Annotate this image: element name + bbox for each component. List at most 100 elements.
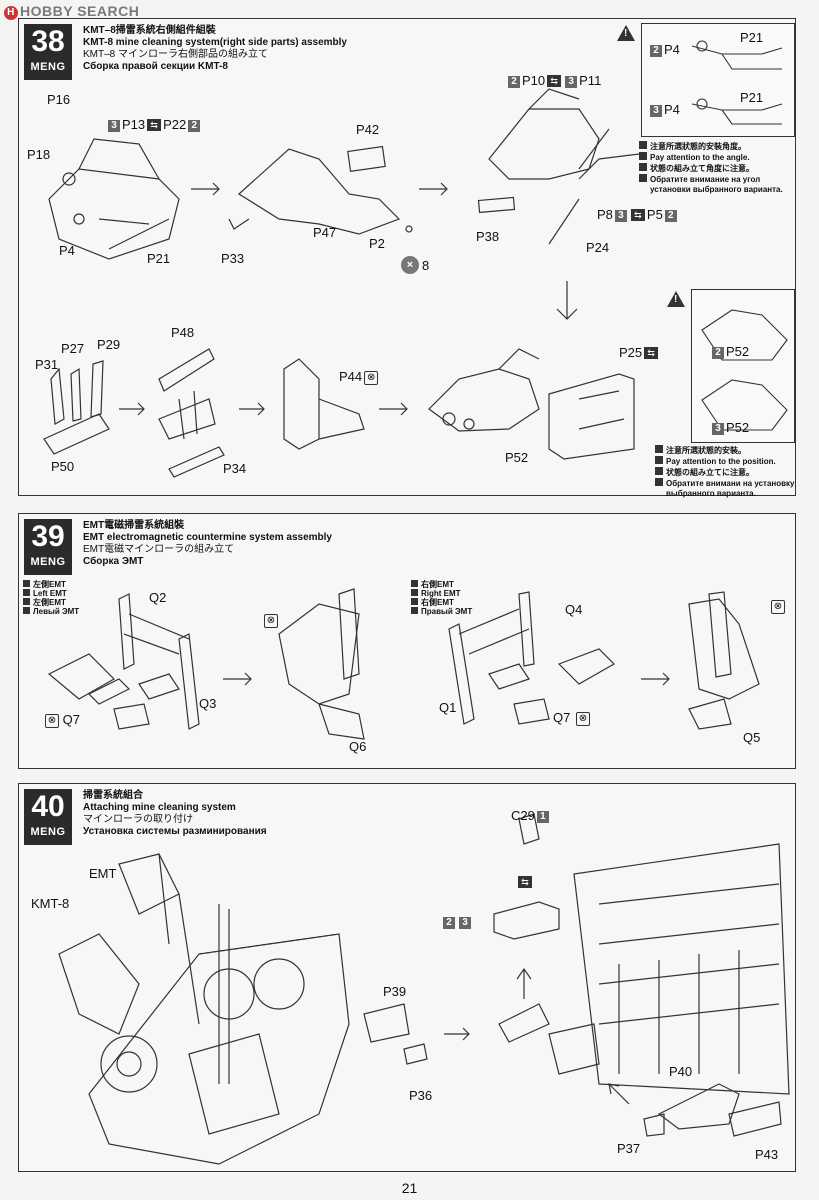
flip-icon: ⇆ <box>518 876 532 888</box>
title-jp: KMT–8 マインローラ右側部品の組み立て <box>83 49 269 60</box>
step-38-drawings <box>43 88 640 478</box>
left-emt-note: 左側EMT Left EMT 左側EMT Левый ЭМТ <box>23 580 79 616</box>
title-ru: Сборка правой секции KMT-8 <box>83 61 228 72</box>
do-not-glue-icon: ⊗ <box>45 714 59 728</box>
do-not-glue-icon: ⊗ <box>264 614 278 628</box>
angle-note: 注意所選狀態的安裝角度。 Pay attention to the angle.… <box>639 141 783 195</box>
step-40-drawings <box>58 813 790 1165</box>
title-jp: マインローラの取り付け <box>83 814 193 825</box>
flip-icon: ⇆ <box>644 347 659 359</box>
label-kmt8: KMT-8 <box>31 896 70 911</box>
sprue-2-badge: 2 <box>188 120 201 132</box>
step-38-badge: 38 MENG <box>24 24 72 80</box>
title-ru: Установка системы разминирования <box>83 826 267 837</box>
label-x8-count: 8 <box>422 258 430 273</box>
meng-logo: MENG <box>30 826 66 838</box>
label-q6: Q6 <box>349 739 367 754</box>
label-p21: P21 <box>147 251 171 266</box>
meng-logo: MENG <box>30 61 66 73</box>
title-zh: 掃雷系統組合 <box>83 790 143 801</box>
label-p31: P31 <box>35 357 59 372</box>
label-p33: P33 <box>221 251 245 266</box>
quantity-x8-badge: × <box>401 256 419 274</box>
label-q4: Q4 <box>565 602 583 617</box>
step-40-panel: 40 MENG 掃雷系統組合 Attaching mine cleaning s… <box>18 783 796 1172</box>
label-p36: P36 <box>409 1088 433 1103</box>
inset-drawing <box>691 40 783 125</box>
flip-icon: ⇆ <box>630 209 645 221</box>
label-p29: P29 <box>97 337 121 352</box>
label-p43: P43 <box>755 1147 779 1162</box>
hobby-search-logo-icon: H <box>4 6 18 20</box>
label-p42: P42 <box>356 122 380 137</box>
right-emt-note: 右側EMT Right EMT 右側EMT Правый ЭМТ <box>411 580 472 616</box>
label-p25: P25⇆ <box>619 345 660 360</box>
label-q7-left: ⊗ Q7 <box>43 712 80 728</box>
label-p50: P50 <box>51 459 75 474</box>
step-number: 39 <box>31 520 65 553</box>
label-p2: P2 <box>369 236 385 251</box>
inset-p21-a: P21 <box>740 30 764 45</box>
label-p47: P47 <box>313 225 337 240</box>
title-en: KMT-8 mine cleaning system(right side pa… <box>83 37 347 48</box>
label-p48: P48 <box>171 325 195 340</box>
label-p37: P37 <box>617 1141 641 1156</box>
label-q5: Q5 <box>743 730 761 745</box>
title-jp: EMT電磁マインローラの組み立て <box>83 544 235 555</box>
sprue-3-badge: 3 <box>108 120 120 132</box>
label-emt: EMT <box>89 866 117 881</box>
position-note: 注意所選狀態的安裝。 Pay attention to the position… <box>655 445 795 499</box>
label-p44: P44⊗ <box>339 369 379 385</box>
label-p18: P18 <box>27 147 51 162</box>
do-not-glue-icon: ⊗ <box>575 712 590 726</box>
label-p52: P52 <box>505 450 529 465</box>
step-38-titles: KMT–8掃雷系統右側組件組裝 KMT-8 mine cleaning syst… <box>83 25 347 73</box>
step-39-badge: 39 MENG <box>24 519 72 575</box>
label-p39: P39 <box>383 984 407 999</box>
label-q2: Q2 <box>149 590 167 605</box>
warning-icon <box>667 291 685 307</box>
step-39-titles: EMT電磁掃雷系統組裝 EMT electromagnetic counterm… <box>83 520 332 568</box>
do-not-glue-icon: ⊗ <box>771 600 785 614</box>
flip-icon: ⇆ <box>547 75 562 87</box>
label-q1: Q1 <box>439 700 457 715</box>
page-number: 21 <box>401 1180 418 1196</box>
label-q7-right: Q7 ⊗ <box>553 710 590 726</box>
label-p4: P4 <box>59 243 75 258</box>
step-40-badge: 40 MENG <box>24 789 72 845</box>
step-38-panel: 38 MENG KMT–8掃雷系統右側組件組裝 KMT-8 mine clean… <box>18 18 796 499</box>
step-39-panel: 39 MENG EMT電磁掃雷系統組裝 EMT electromagnetic … <box>18 513 796 769</box>
meng-logo: MENG <box>30 556 66 568</box>
title-zh: KMT–8掃雷系統右側組件組裝 <box>83 25 216 36</box>
label-p34: P34 <box>223 461 247 476</box>
step-number: 38 <box>31 25 65 58</box>
title-zh: EMT電磁掃雷系統組裝 <box>83 520 185 531</box>
label-p16: P16 <box>47 92 71 107</box>
flip-icon: ⇆ <box>147 119 162 131</box>
label-q3: Q3 <box>199 696 217 711</box>
inset-p21-b: P21 <box>740 90 764 105</box>
step-39-drawings <box>47 588 760 740</box>
warning-icon <box>617 25 635 41</box>
step-number: 40 <box>31 790 65 823</box>
title-en: EMT electromagnetic countermine system a… <box>83 532 332 543</box>
title-ru: Сборка ЭМТ <box>83 556 144 567</box>
label-p40: P40 <box>669 1064 693 1079</box>
do-not-glue-icon: ⊗ <box>364 371 379 385</box>
label-p24: P24 <box>586 240 610 255</box>
title-en: Attaching mine cleaning system <box>83 802 236 813</box>
label-p27: P27 <box>61 341 85 356</box>
label-p38: P38 <box>476 229 500 244</box>
